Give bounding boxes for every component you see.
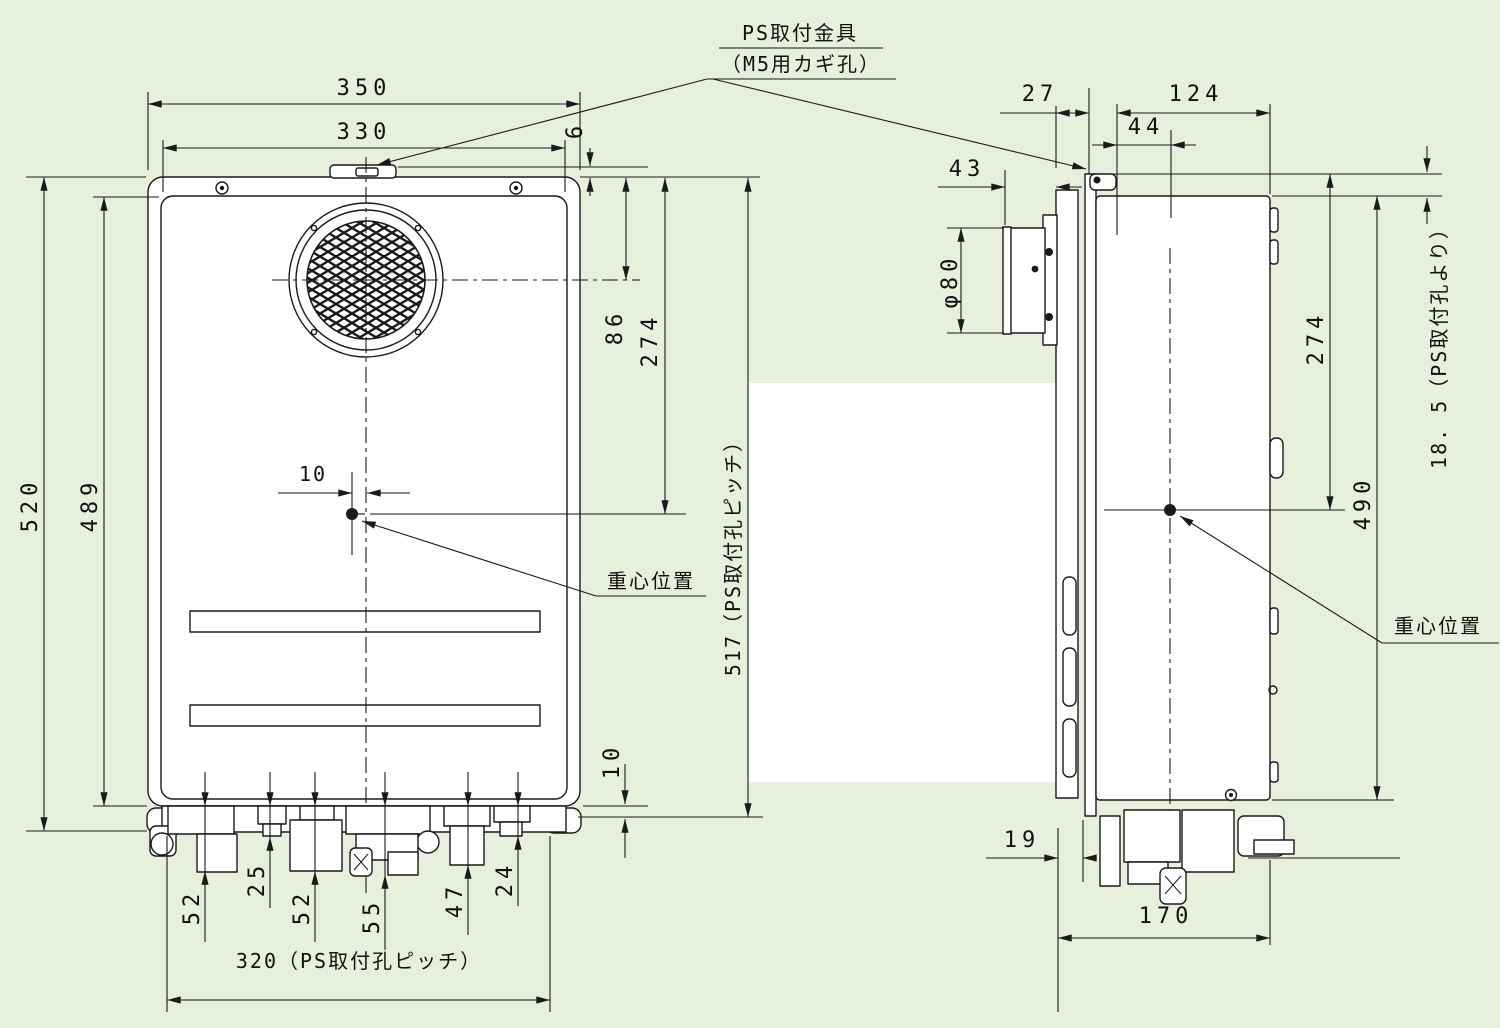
- dim-490: 490: [1351, 476, 1376, 531]
- dim-phi80: φ80: [938, 254, 963, 309]
- callout-line1: PS取付金具: [742, 21, 858, 45]
- dim-52a: 52: [180, 889, 205, 926]
- dim-47: 47: [443, 882, 468, 919]
- dim-10-cg: 10: [299, 462, 327, 486]
- side-cg-label: 重心位置: [1394, 614, 1482, 638]
- front-ps-bracket: [329, 164, 397, 179]
- dim-52b: 52: [290, 889, 315, 926]
- side-view: [1002, 173, 1400, 905]
- side-dimensions: 27 124 44 43 φ80 18. 5（PS取付孔より） 274 490: [938, 82, 1499, 1012]
- side-vent-slot: [1062, 718, 1077, 778]
- flue-pipe: [1002, 214, 1058, 346]
- dim-44: 44: [1128, 115, 1165, 140]
- dim-27: 27: [1022, 82, 1059, 107]
- side-mount-plate: [1084, 173, 1097, 817]
- dim-320: 320（PS取付孔ピッチ）: [236, 949, 482, 973]
- side-right-details: [1268, 207, 1284, 783]
- front-dimensions: 350 330 6 86 274 517（PS取付孔ピッチ） 10 520 48…: [18, 76, 763, 1012]
- side-ps-bracket: [1089, 173, 1117, 191]
- front-panel: [160, 195, 568, 800]
- front-cg-label: 重心位置: [607, 569, 695, 593]
- front-louver-bottom: [189, 704, 541, 727]
- dim-520: 520: [18, 478, 43, 533]
- dim-124: 124: [1169, 82, 1224, 107]
- dim-10-bottom: 10: [600, 743, 625, 780]
- dim-350: 350: [337, 76, 392, 101]
- dim-6: 6: [563, 121, 588, 139]
- dim-24: 24: [493, 861, 518, 898]
- background-patch: [749, 383, 1057, 782]
- dim-25: 25: [245, 861, 270, 898]
- dim-489: 489: [78, 478, 103, 533]
- front-louver-top: [189, 610, 541, 633]
- dim-274-front: 274: [638, 313, 663, 368]
- dim-19: 19: [1004, 828, 1041, 853]
- dim-55: 55: [360, 898, 385, 935]
- side-bottom-fittings: [1099, 809, 1400, 905]
- front-view: [146, 157, 686, 893]
- dim-86: 86: [603, 309, 628, 346]
- side-front-cover: [1055, 189, 1079, 799]
- front-ps-bracket-slot: [355, 167, 379, 177]
- dim-43: 43: [949, 157, 986, 182]
- dim-517: 517（PS取付孔ピッチ）: [721, 430, 745, 676]
- dim-18-5: 18. 5（PS取付孔より）: [1427, 217, 1451, 469]
- dim-330: 330: [337, 120, 392, 145]
- side-vent-slot: [1062, 647, 1077, 707]
- side-body: [1095, 195, 1271, 801]
- dim-274-side: 274: [1304, 311, 1329, 366]
- ps-bracket-callout: PS取付金具 （M5用カギ孔）: [376, 21, 1087, 170]
- dim-170: 170: [1139, 904, 1194, 929]
- front-bottom-fittings: [149, 805, 531, 877]
- connection-dims: 52 25 52 55 47 24: [180, 772, 522, 950]
- side-vent-slot: [1062, 576, 1077, 636]
- callout-line2: （M5用カギ孔）: [721, 52, 881, 76]
